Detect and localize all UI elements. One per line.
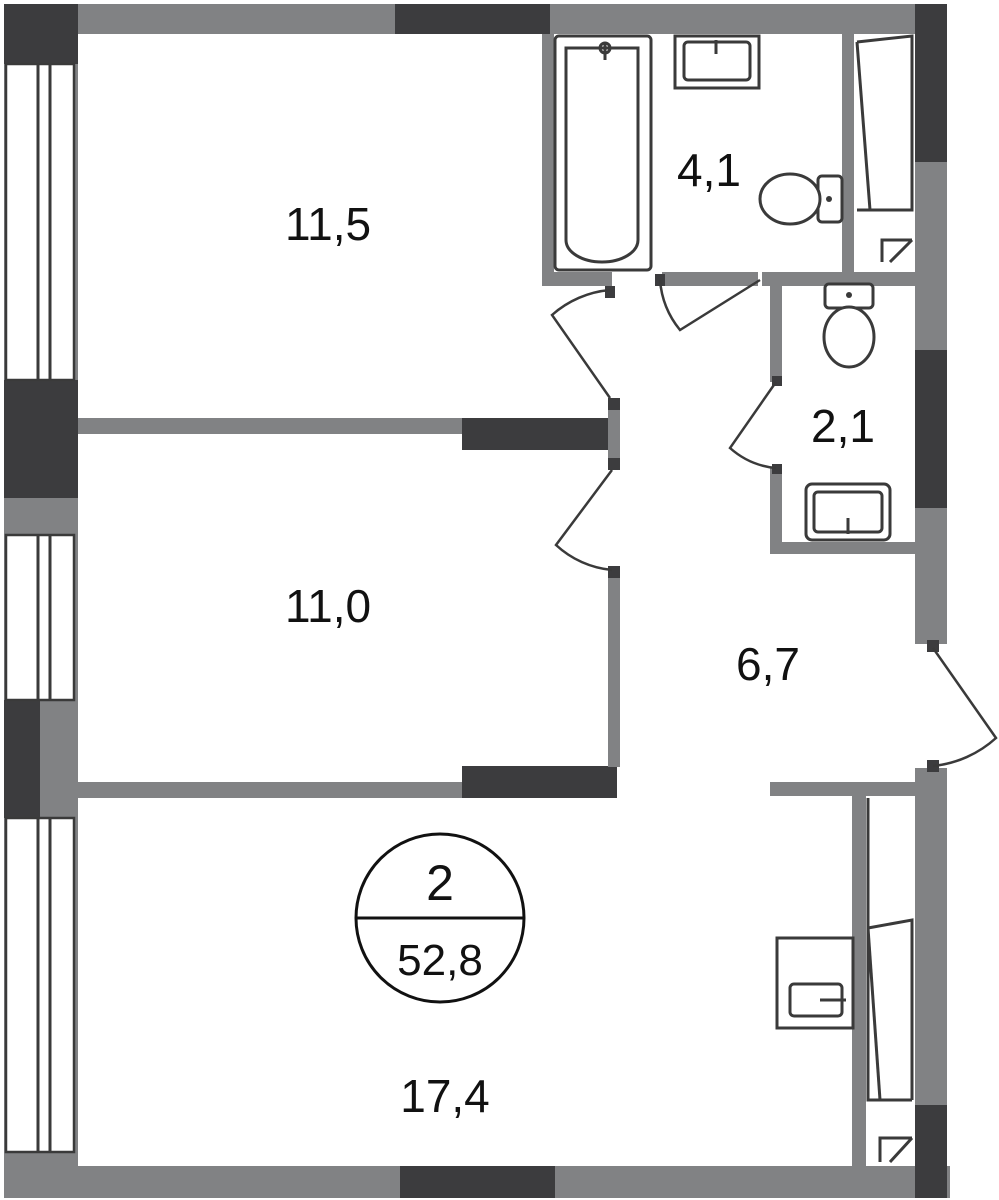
- bathtub-icon: [553, 34, 653, 272]
- door-entrance: [931, 647, 998, 768]
- wc-toilet-icon: [822, 282, 876, 369]
- total-area: 52,8: [397, 936, 483, 985]
- door-toilet: [728, 381, 778, 470]
- bathroom-toilet-icon: [758, 172, 844, 226]
- room-count: 2: [426, 855, 454, 911]
- door-bathroom: [658, 278, 761, 332]
- window-bedroom-2: [4, 533, 76, 702]
- windows: [4, 62, 76, 1154]
- wardrobe-icon: [866, 798, 914, 1164]
- window-bedroom-1: [4, 62, 76, 382]
- interior-walls: [78, 34, 939, 1166]
- room-labels: 11,5 11,0 17,4 6,7 4,1 2,1: [285, 144, 875, 1122]
- washing-machine-icon: [855, 34, 914, 264]
- room-area-toilet: 2,1: [811, 400, 875, 452]
- room-area-hallway: 6,7: [736, 638, 800, 690]
- room-area-bedroom-1: 11,5: [285, 198, 371, 250]
- wc-sink-icon: [804, 482, 892, 542]
- room-area-bathroom: 4,1: [677, 144, 741, 196]
- fixtures: [553, 34, 914, 1164]
- room-area-bedroom-2: 11,0: [285, 580, 371, 632]
- bathroom-sink-icon: [673, 34, 761, 90]
- apartment-badge: 2 52,8: [354, 832, 526, 1004]
- door-bedroom-1: [550, 288, 612, 399]
- window-living-room: [4, 816, 76, 1154]
- kitchen-sink-icon: [775, 936, 855, 1030]
- room-area-living-room: 17,4: [400, 1070, 490, 1122]
- doors: [550, 278, 998, 768]
- door-bedroom-2: [554, 469, 614, 572]
